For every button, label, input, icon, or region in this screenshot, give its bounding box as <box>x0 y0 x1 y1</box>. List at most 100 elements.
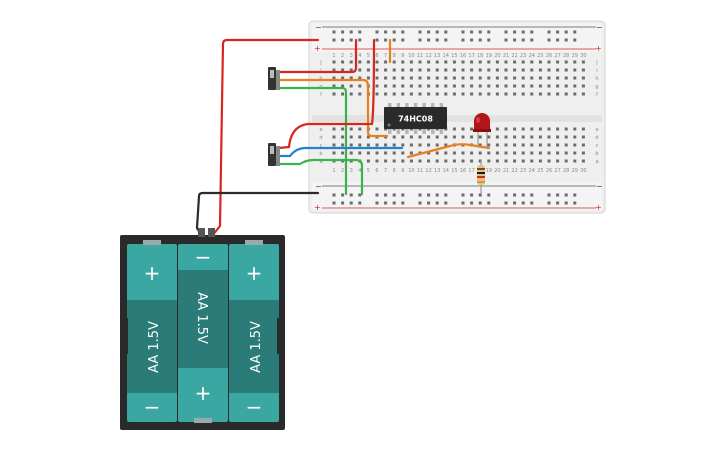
breadboard-hole <box>581 159 585 163</box>
breadboard-hole <box>401 76 405 80</box>
breadboard-hole <box>556 135 560 139</box>
breadboard-hole <box>538 92 542 96</box>
breadboard-hole <box>427 76 431 80</box>
breadboard-hole <box>504 127 508 131</box>
switch2-green-wire[interactable] <box>277 158 364 196</box>
breadboard-hole <box>461 76 465 80</box>
breadboard-hole <box>332 151 336 155</box>
breadboard-hole <box>375 143 379 147</box>
breadboard-hole <box>461 92 465 96</box>
column-number-bottom: 7 <box>384 168 387 174</box>
rail-hole <box>564 201 568 205</box>
breadboard-hole <box>521 60 525 64</box>
rail-hole <box>375 30 379 34</box>
breadboard-hole <box>513 127 517 131</box>
rail-hole <box>358 30 362 34</box>
breadboard-hole <box>478 76 482 80</box>
breadboard-hole <box>401 151 405 155</box>
rail-hole <box>556 193 560 197</box>
rail-hole <box>504 38 508 42</box>
column-number-top: 30 <box>580 53 586 59</box>
breadboard-hole <box>581 135 585 139</box>
wires <box>195 38 491 238</box>
ic-74hc08[interactable]: 74HC08 <box>384 103 447 134</box>
breadboard-hole <box>530 159 534 163</box>
breadboard-hole <box>478 68 482 72</box>
breadboard-hole <box>409 60 413 64</box>
breadboard-hole <box>427 60 431 64</box>
breadboard-hole <box>495 159 499 163</box>
row-letter-left: j <box>319 60 321 66</box>
breadboard-hole <box>573 84 577 88</box>
rail-hole <box>547 38 551 42</box>
rail-hole <box>461 201 465 205</box>
breadboard-hole <box>547 68 551 72</box>
rail-hole <box>504 201 508 205</box>
chip-output-wire[interactable] <box>406 143 491 159</box>
breadboard-hole <box>487 151 491 155</box>
column-number-bottom: 27 <box>554 168 560 174</box>
column-number-bottom: 8 <box>393 168 396 174</box>
battery-positive-wire[interactable] <box>210 38 320 238</box>
breadboard-hole <box>392 60 396 64</box>
column-number-bottom: 20 <box>494 168 500 174</box>
breadboard-hole <box>401 135 405 139</box>
breadboard-hole <box>452 92 456 96</box>
breadboard-hole <box>349 68 353 72</box>
breadboard-hole <box>581 84 585 88</box>
battery-cell-3: + AA 1.5V − <box>229 240 279 422</box>
breadboard-hole <box>513 76 517 80</box>
breadboard-hole <box>366 143 370 147</box>
switch1-red-wire[interactable] <box>277 38 358 74</box>
breadboard-hole <box>444 84 448 88</box>
rail-hole <box>564 30 568 34</box>
column-number-bottom: 19 <box>486 168 492 174</box>
switch2-red-wire[interactable] <box>277 38 376 150</box>
rail-hole <box>521 193 525 197</box>
breadboard-hole <box>513 151 517 155</box>
red-led[interactable] <box>473 113 491 148</box>
chip-pin-top <box>388 103 392 108</box>
rail-hole <box>332 193 336 197</box>
switch2-blue-wire[interactable] <box>277 146 404 158</box>
switch1-green-wire[interactable] <box>277 86 348 196</box>
breadboard-hole <box>392 84 396 88</box>
rail-hole <box>349 38 353 42</box>
toggle-switch-2[interactable] <box>268 143 280 166</box>
chip-pin-bottom <box>396 129 401 134</box>
breadboard-hole <box>444 143 448 147</box>
column-number-bottom: 13 <box>434 168 440 174</box>
breadboard-hole <box>573 76 577 80</box>
breadboard-hole <box>495 151 499 155</box>
breadboard-hole <box>564 92 568 96</box>
rail-hole <box>392 193 396 197</box>
switch1-orange-wire[interactable] <box>277 78 389 138</box>
breadboard-hole <box>573 68 577 72</box>
column-number-top: 27 <box>554 53 560 59</box>
rail-hole <box>573 30 577 34</box>
battery-negative-wire[interactable] <box>195 191 320 238</box>
breadboard-hole <box>487 68 491 72</box>
breadboard-hole <box>521 68 525 72</box>
row-letter-right: i <box>596 68 597 74</box>
battery-pack[interactable]: + AA 1.5V − − AA 1.5V + + AA 1.5V − <box>120 228 285 430</box>
breadboard-hole <box>384 159 388 163</box>
breadboard-hole <box>409 135 413 139</box>
breadboard-hole <box>384 151 388 155</box>
rail-hole <box>556 201 560 205</box>
resistor[interactable] <box>477 160 485 194</box>
breadboard-hole <box>538 60 542 64</box>
breadboard-hole <box>452 76 456 80</box>
column-number-top: 13 <box>434 53 440 59</box>
column-number-top: 29 <box>572 53 578 59</box>
breadboard-hole <box>547 76 551 80</box>
rail-hole <box>470 193 474 197</box>
row-letter-left: a <box>319 159 322 165</box>
column-number-top: 6 <box>375 53 378 59</box>
row-letter-left: c <box>320 143 323 149</box>
breadboard-hole <box>435 76 439 80</box>
toggle-switch-1[interactable] <box>268 67 280 90</box>
rail-hole <box>341 30 345 34</box>
rail-hole <box>444 38 448 42</box>
